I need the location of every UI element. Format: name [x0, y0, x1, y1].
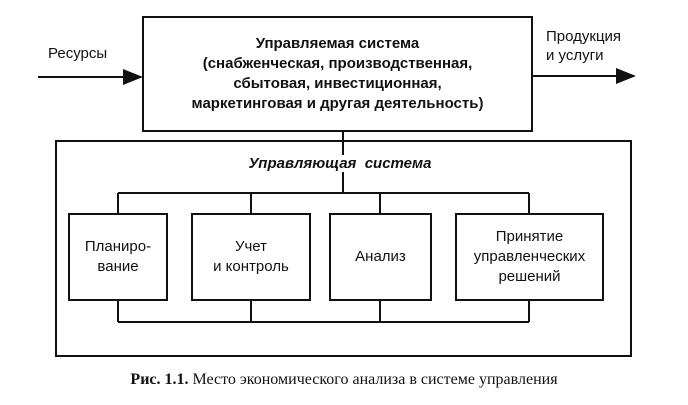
function-box-accounting-control: Учет и контроль	[191, 213, 311, 301]
managed-system-box: Управляемая система (снабженческая, прои…	[142, 16, 533, 132]
input-resources-label: Ресурсы	[48, 45, 108, 62]
function-box-planning: Планиро- вание	[68, 213, 168, 301]
function-box-analysis: Анализ	[329, 213, 432, 301]
output-products-label: Продукция и услуги	[546, 28, 622, 64]
figure-caption: Рис. 1.1. Место экономического анализа в…	[0, 370, 688, 390]
managing-system-title: Управляющая система	[180, 155, 500, 172]
figure-caption-number: Рис. 1.1.	[130, 371, 189, 388]
figure-caption-text: Место экономического анализа в системе у…	[188, 371, 558, 388]
managing-system-title-text: Управляющая система	[244, 155, 436, 172]
function-box-decision-making: Принятие управленческих решений	[455, 213, 604, 301]
